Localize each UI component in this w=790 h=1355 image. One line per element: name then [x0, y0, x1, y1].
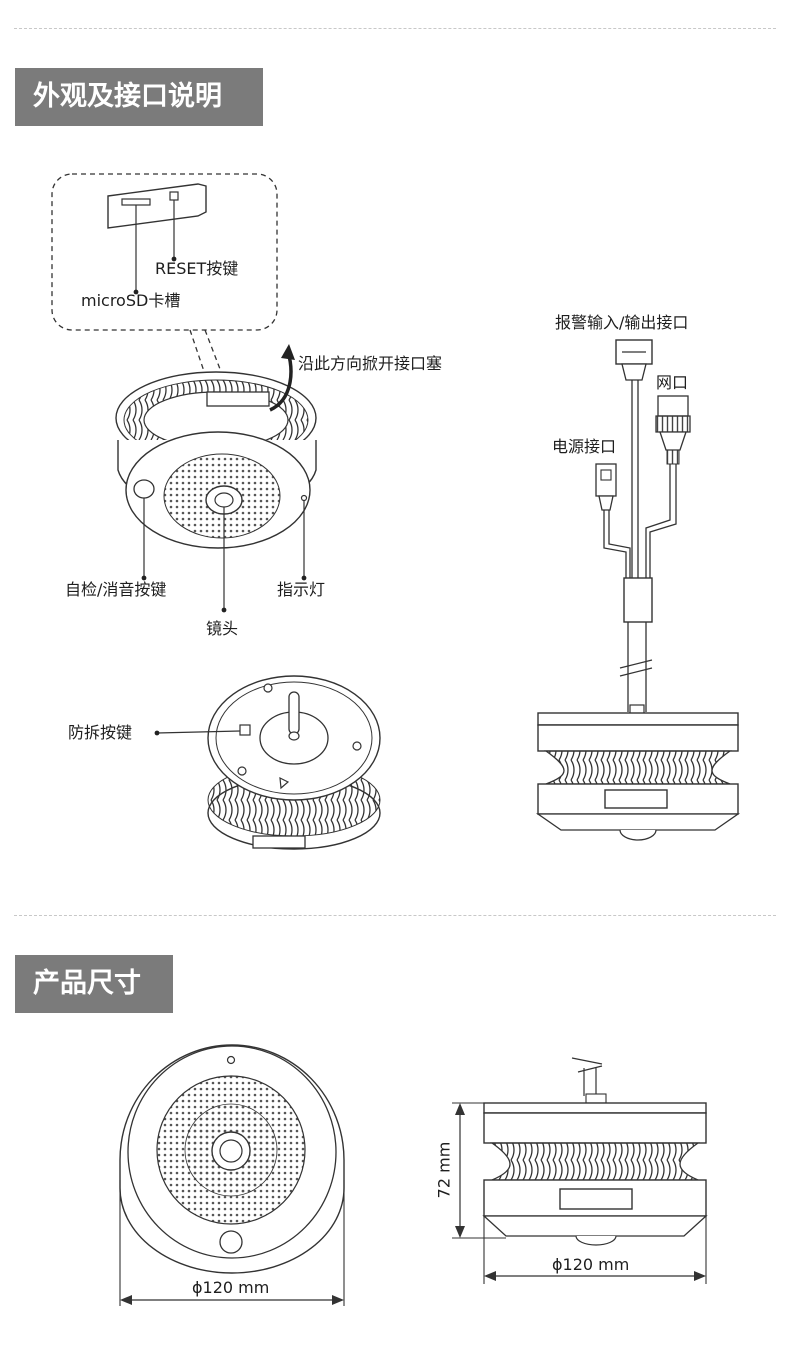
middle-divider [14, 915, 776, 916]
power-port-label: 电源接口 [552, 437, 617, 456]
section-title-dimensions: 产品尺寸 [15, 955, 173, 1013]
self-test-mute-button-label: 自检/消音按键 [65, 580, 167, 599]
front-diameter-label: ϕ120 mm [192, 1278, 270, 1297]
reset-button-label: RESET按键 [155, 259, 239, 278]
interface-detail-callout [51, 173, 278, 396]
lens-label: 镜头 [206, 619, 239, 638]
dimension-side-view [452, 1057, 708, 1284]
network-port-label: 网口 [656, 373, 689, 392]
microsd-slot-label: microSD卡槽 [81, 291, 181, 310]
dimension-front-view [119, 1044, 345, 1306]
alarm-io-port-label: 报警输入/输出接口 [555, 313, 689, 332]
tamper-button-label: 防拆按键 [68, 723, 133, 742]
device-front-view [115, 344, 317, 613]
section-title-appearance: 外观及接口说明 [15, 68, 263, 126]
device-side-view-with-cables [535, 339, 741, 841]
open-cover-direction-label: 沿此方向掀开接口塞 [298, 354, 443, 373]
side-height-label: 72 mm [434, 1141, 454, 1199]
side-diameter-label: ϕ120 mm [552, 1255, 630, 1274]
top-divider [14, 28, 776, 29]
device-rear-view [154, 675, 381, 850]
indicator-light-label: 指示灯 [277, 580, 326, 599]
